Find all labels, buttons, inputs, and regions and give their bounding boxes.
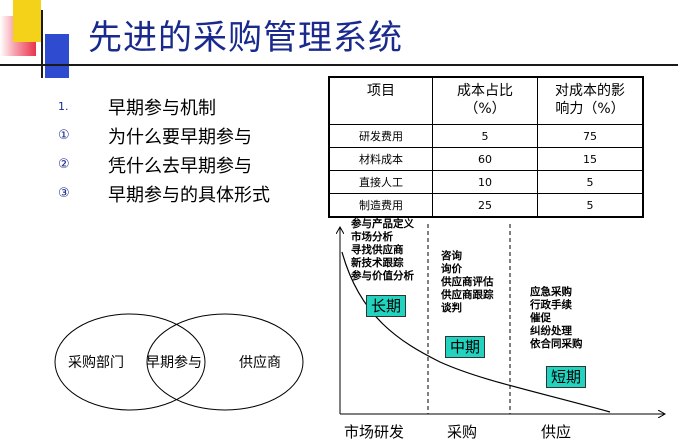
table-row: 材料成本 60 15 xyxy=(328,147,644,171)
outline-item: ② 凭什么去早期参与 xyxy=(58,150,270,179)
header-line: 项目 xyxy=(367,83,395,99)
outline-item: 1. 早期参与机制 xyxy=(58,92,270,121)
outline-marker: ② xyxy=(58,157,70,172)
venn-left-circle xyxy=(54,313,206,411)
activity-item: 谈判 xyxy=(441,302,462,314)
table-cell: 10 xyxy=(432,170,538,194)
influence-curve xyxy=(341,251,611,413)
decor-yellow-block xyxy=(13,0,41,42)
table-cell: 直接人工 xyxy=(328,170,433,194)
activity-item: 询价 xyxy=(441,263,462,275)
header-line: 对成本的影 xyxy=(555,83,625,99)
table-cell: 制造费用 xyxy=(328,193,433,218)
table-row: 研发费用 5 75 xyxy=(328,124,644,148)
outline-text: 早期参与机制 xyxy=(108,97,216,119)
outline-list: 1. 早期参与机制 ① 为什么要早期参与 ② 凭什么去早期参与 ③ 早期参与的具… xyxy=(58,92,270,208)
title-underline xyxy=(0,64,678,66)
page-title: 先进的采购管理系统 xyxy=(88,18,403,58)
x-axis-label: 供应 xyxy=(541,423,572,441)
x-axis-label: 采购 xyxy=(447,423,478,441)
header-line: 成本占比 xyxy=(457,83,513,99)
activity-item: 市场分析 xyxy=(351,231,393,243)
table-row: 制造费用 25 5 xyxy=(328,193,644,218)
activity-item: 供应商评估 xyxy=(441,276,494,288)
table-cell: 60 xyxy=(432,147,538,171)
table-cell: 材料成本 xyxy=(328,147,433,171)
outline-item: ③ 早期参与的具体形式 xyxy=(58,179,270,208)
decor-vertical-line xyxy=(41,10,43,78)
table-header: 项目 xyxy=(328,76,433,125)
table-header: 成本占比 （%） xyxy=(432,76,538,125)
activity-item: 参与产品定义 xyxy=(351,218,414,230)
outline-marker: ③ xyxy=(58,186,70,201)
table-cell: 75 xyxy=(537,124,644,148)
outline-text: 早期参与的具体形式 xyxy=(108,184,270,206)
x-axis-label: 市场研发 xyxy=(344,423,405,441)
stage-diagram-axes xyxy=(330,224,670,422)
activity-item: 参与价值分析 xyxy=(351,270,414,282)
venn-right-label: 供应商 xyxy=(239,355,281,371)
outline-marker: ① xyxy=(58,128,70,143)
venn-right-circle xyxy=(146,313,304,411)
venn-overlap-label: 早期参与 xyxy=(146,355,202,371)
table-cell: 5 xyxy=(537,170,644,194)
table-cell: 5 xyxy=(432,124,538,148)
outline-text: 为什么要早期参与 xyxy=(108,126,252,148)
cost-table: 项目 成本占比 （%） 对成本的影响力（%） 研发费用 5 75 材料成本 60 … xyxy=(328,76,644,218)
activity-item: 应急采购 xyxy=(530,286,572,298)
activity-item: 新技术跟踪 xyxy=(351,257,404,269)
venn-left-label: 采购部门 xyxy=(68,355,124,371)
header-line: 响力（%） xyxy=(555,101,625,117)
table-cell: 15 xyxy=(537,147,644,171)
stage-label-long: 长期 xyxy=(366,295,407,317)
activity-item: 咨询 xyxy=(441,250,462,262)
stage-label-short: 短期 xyxy=(546,366,587,388)
table-cell: 25 xyxy=(432,193,538,218)
outline-item: ① 为什么要早期参与 xyxy=(58,121,270,150)
activity-item: 寻找供应商 xyxy=(351,244,404,256)
table-cell: 5 xyxy=(537,193,644,218)
table-header-row: 项目 成本占比 （%） 对成本的影响力（%） xyxy=(328,76,644,125)
activity-item: 行政手续 xyxy=(530,299,572,311)
phase-activities-mid: 咨询 询价 供应商评估 供应商跟踪 谈判 xyxy=(441,250,494,315)
table-cell: 研发费用 xyxy=(328,124,433,148)
phase-activities-short: 应急采购 行政手续 催促 纠纷处理 依合同采购 xyxy=(530,286,583,351)
table-header: 对成本的影响力（%） xyxy=(537,76,644,125)
activity-item: 依合同采购 xyxy=(530,338,583,350)
outline-text: 凭什么去早期参与 xyxy=(108,155,252,177)
outline-marker: 1. xyxy=(58,100,69,113)
stage-label-mid: 中期 xyxy=(445,336,486,358)
activity-item: 催促 xyxy=(530,312,551,324)
phase-activities-long: 参与产品定义 市场分析 寻找供应商 新技术跟踪 参与价值分析 xyxy=(351,218,414,283)
activity-item: 纠纷处理 xyxy=(530,325,572,337)
decor-blue-block xyxy=(45,34,69,78)
table-row: 直接人工 10 5 xyxy=(328,170,644,194)
activity-item: 供应商跟踪 xyxy=(441,289,494,301)
header-line: （%） xyxy=(464,101,506,117)
venn-diagram xyxy=(54,313,304,411)
